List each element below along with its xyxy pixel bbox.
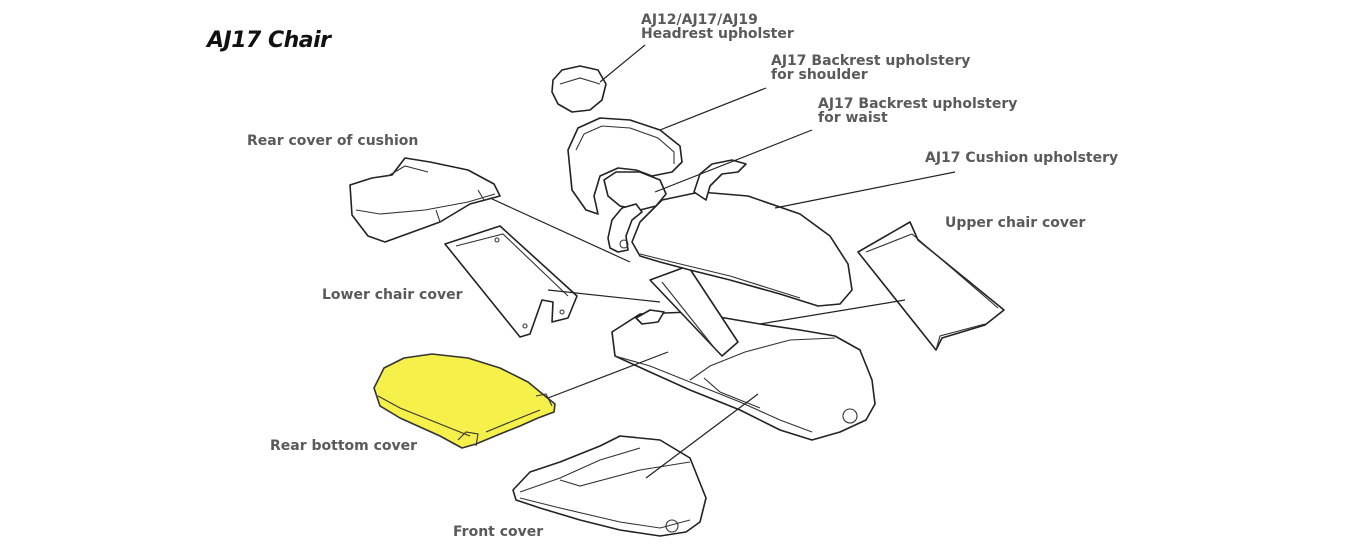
part-cushion bbox=[631, 191, 853, 307]
part-chair-base bbox=[611, 309, 876, 441]
label-rear-cover-cushion: Rear cover of cushion bbox=[247, 133, 419, 149]
label-backrest-shoulder: AJ17 Backrest upholstery for shoulder bbox=[771, 54, 970, 82]
label-rear-bottom-cover: Rear bottom cover bbox=[270, 438, 418, 454]
leader-upper-chair-cover bbox=[759, 299, 906, 325]
label-headrest-line1: AJ12/AJ17/AJ19 bbox=[641, 12, 758, 28]
part-rear-bottom-cover bbox=[373, 353, 556, 449]
leader-lines bbox=[489, 44, 956, 479]
part-upper-chair-cover bbox=[857, 221, 1005, 351]
leader-backrest-shoulder bbox=[659, 87, 767, 131]
part-backrest-waist bbox=[603, 171, 667, 211]
label-backrest-waist-line1: AJ17 Backrest upholstery bbox=[818, 96, 1018, 112]
part-front-cover bbox=[512, 435, 707, 537]
label-backrest-shoulder-line2: for shoulder bbox=[771, 67, 868, 83]
label-front-cover: Front cover bbox=[453, 524, 544, 540]
leader-backrest-waist bbox=[654, 129, 813, 193]
label-lower-chair-cover: Lower chair cover bbox=[322, 287, 463, 303]
diagram-title: AJ17 Chair bbox=[207, 28, 331, 53]
label-backrest-waist-line2: for waist bbox=[818, 110, 888, 126]
leader-rear-bottom-cover bbox=[547, 351, 669, 399]
part-rear-cover-cushion bbox=[349, 157, 501, 243]
label-headrest: AJ12/AJ17/AJ19 Headrest upholster bbox=[641, 13, 794, 41]
leader-front-cover bbox=[645, 393, 759, 479]
label-backrest-shoulder-line1: AJ17 Backrest upholstery bbox=[771, 53, 971, 69]
part-armrest-left bbox=[607, 203, 643, 253]
part-chair-column bbox=[649, 265, 739, 357]
leader-lower-chair-cover bbox=[547, 289, 661, 303]
label-cushion: AJ17 Cushion upholstery bbox=[925, 150, 1119, 166]
part-armrest-right bbox=[693, 159, 747, 201]
part-headrest bbox=[551, 65, 607, 113]
part-lower-chair-cover bbox=[444, 225, 578, 338]
label-upper-chair-cover: Upper chair cover bbox=[945, 215, 1086, 231]
label-backrest-waist: AJ17 Backrest upholstery for waist bbox=[818, 97, 1017, 125]
leader-headrest bbox=[599, 44, 646, 83]
leader-cushion bbox=[774, 171, 956, 209]
leader-rear-cover-cushion bbox=[489, 197, 631, 263]
label-headrest-line2: Headrest upholster bbox=[641, 26, 794, 42]
